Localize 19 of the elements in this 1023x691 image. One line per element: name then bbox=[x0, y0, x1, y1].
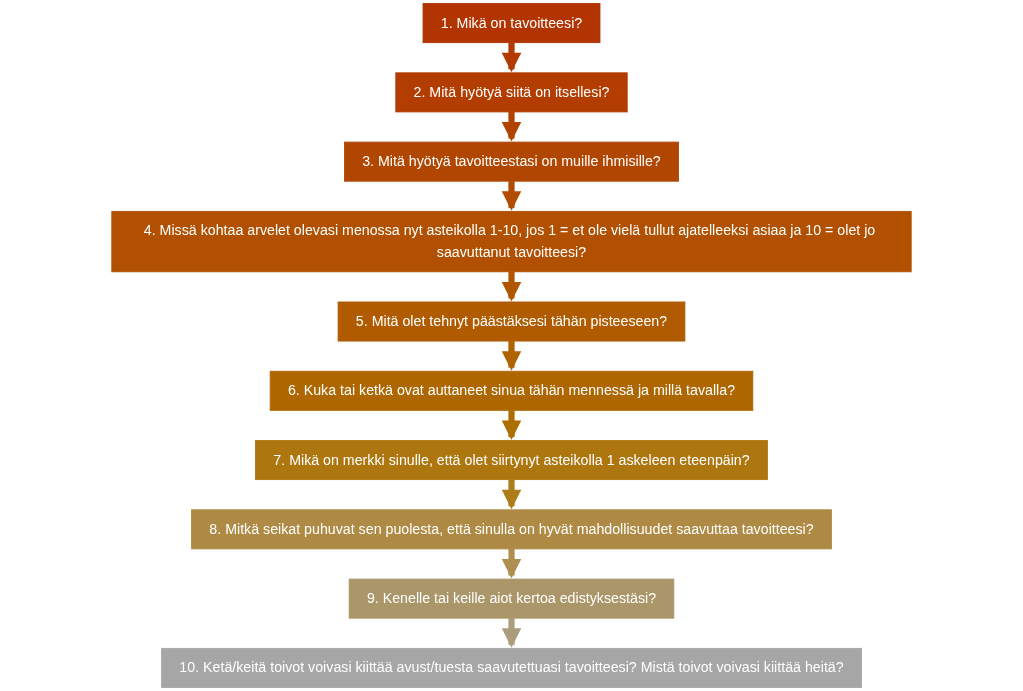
arrow bbox=[501, 479, 522, 510]
node-box: 8. Mitkä seikat puhuvat sen puolesta, että sinulla on hyvät mahdollisuudet saavuttaa tavoitteesi? bbox=[191, 509, 832, 550]
arrow bbox=[501, 410, 522, 440]
arrow bbox=[501, 42, 522, 73]
node-box: 7. Mikä on merkki sinulle, että olet siirtynyt asteikolla 1 askeleen eteenpäin? bbox=[255, 440, 768, 481]
arrow bbox=[501, 618, 522, 648]
arrow bbox=[501, 181, 522, 211]
arrow bbox=[501, 271, 522, 302]
node-box: 3. Mitä hyötyä tavoitteestasi on muille ihmisille? bbox=[344, 141, 679, 182]
node-box: 1. Mikä on tavoitteesi? bbox=[422, 3, 601, 44]
arrow bbox=[501, 548, 522, 579]
arrow bbox=[501, 341, 522, 371]
node-box: 10. Ketä/keitä toivot voivasi kiittää avust/tuesta saavutettuasi tavoitteesi? Mistä toivot voivasi kiittää heitä? bbox=[161, 647, 862, 688]
node-box: 6. Kuka tai ketkä ovat auttaneet sinua tähän mennessä ja millä tavalla? bbox=[269, 370, 754, 411]
node-box: 2. Mitä hyötyä siitä on itsellesi? bbox=[395, 72, 628, 113]
node-box: 9. Kenelle tai keille aiot kertoa edistyksestäsi? bbox=[348, 578, 675, 619]
node-box: 4. Missä kohtaa arvelet olevasi menossa nyt asteikolla 1-10, jos 1 = et ole vielä tullut ajatelleeksi asiaa ja 10 = olet jo saavuttanut tavoitteesi? bbox=[111, 210, 912, 273]
node-box: 5. Mitä olet tehnyt päästäksesi tähän pisteeseen? bbox=[337, 301, 686, 342]
arrow bbox=[501, 111, 522, 142]
